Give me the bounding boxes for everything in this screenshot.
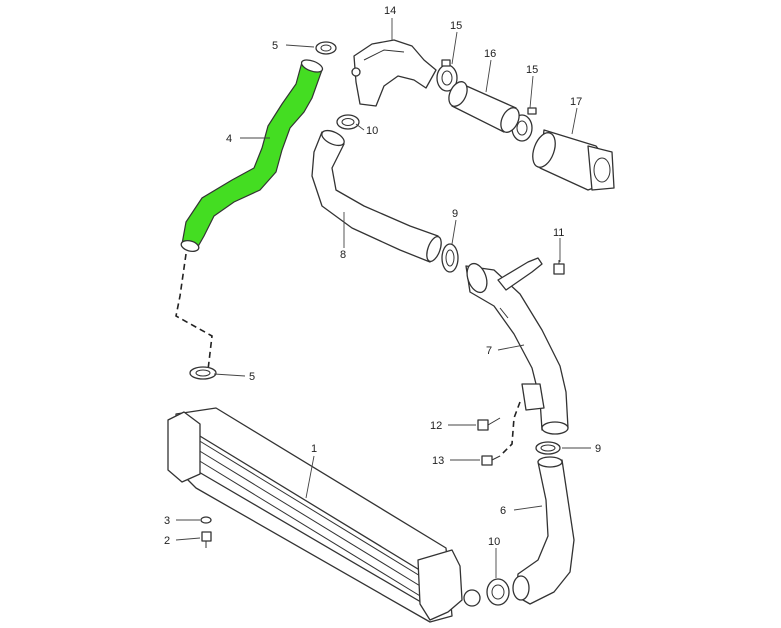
hose-8[interactable] (311, 127, 444, 263)
clamp-15-left[interactable] (436, 59, 458, 92)
callout-1: 1 (311, 443, 317, 455)
throttle-body-17[interactable] (528, 129, 615, 191)
hose-6[interactable] (512, 456, 575, 605)
clamp-10-top[interactable] (336, 114, 360, 130)
connection-dashed-line-right (499, 401, 521, 457)
callout-11: 11 (553, 227, 564, 239)
bolt-11[interactable] (553, 260, 565, 275)
callout-7: 7 (486, 345, 492, 357)
callout-9-lower: 9 (595, 443, 601, 455)
callout-2: 2 (164, 535, 170, 547)
bolt-12[interactable] (477, 417, 501, 431)
hose-4-end-bottom (180, 239, 200, 253)
callout-14: 14 (384, 5, 396, 17)
clamp-9-lower[interactable] (535, 441, 561, 455)
clamp-9-upper[interactable] (441, 243, 459, 273)
bolt-2[interactable] (201, 531, 212, 548)
bolt-13[interactable] (481, 455, 501, 466)
callout-16: 16 (484, 48, 496, 60)
callout-8: 8 (340, 249, 346, 261)
hose-4-highlighted[interactable] (181, 61, 323, 251)
callout-5-top: 5 (272, 40, 278, 52)
callout-15-left: 15 (450, 20, 462, 32)
callout-13: 13 (432, 455, 444, 467)
sleeve-16[interactable] (445, 79, 522, 135)
elbow-14[interactable] (351, 39, 437, 107)
clamp-10-lower[interactable] (486, 578, 510, 606)
washer-3[interactable] (200, 516, 212, 524)
callout-10-lower: 10 (488, 536, 500, 548)
hose-4-end-top (300, 59, 324, 73)
callout-6: 6 (500, 505, 506, 517)
callout-5-lower: 5 (249, 371, 255, 383)
callout-17: 17 (570, 96, 582, 108)
callout-9-upper: 9 (452, 208, 458, 220)
leader-lines (175, 18, 591, 578)
intercooler-1[interactable] (167, 407, 481, 623)
callout-15-right: 15 (526, 64, 538, 76)
callout-4: 4 (226, 133, 232, 145)
clamp-5-lower[interactable] (189, 366, 217, 380)
callout-3: 3 (164, 515, 170, 527)
clamp-5-top[interactable] (315, 41, 337, 55)
connection-dashed-line-left (175, 253, 213, 371)
callout-10-top: 10 (366, 125, 378, 137)
pipe-7[interactable] (463, 257, 569, 435)
callout-12: 12 (430, 420, 442, 432)
